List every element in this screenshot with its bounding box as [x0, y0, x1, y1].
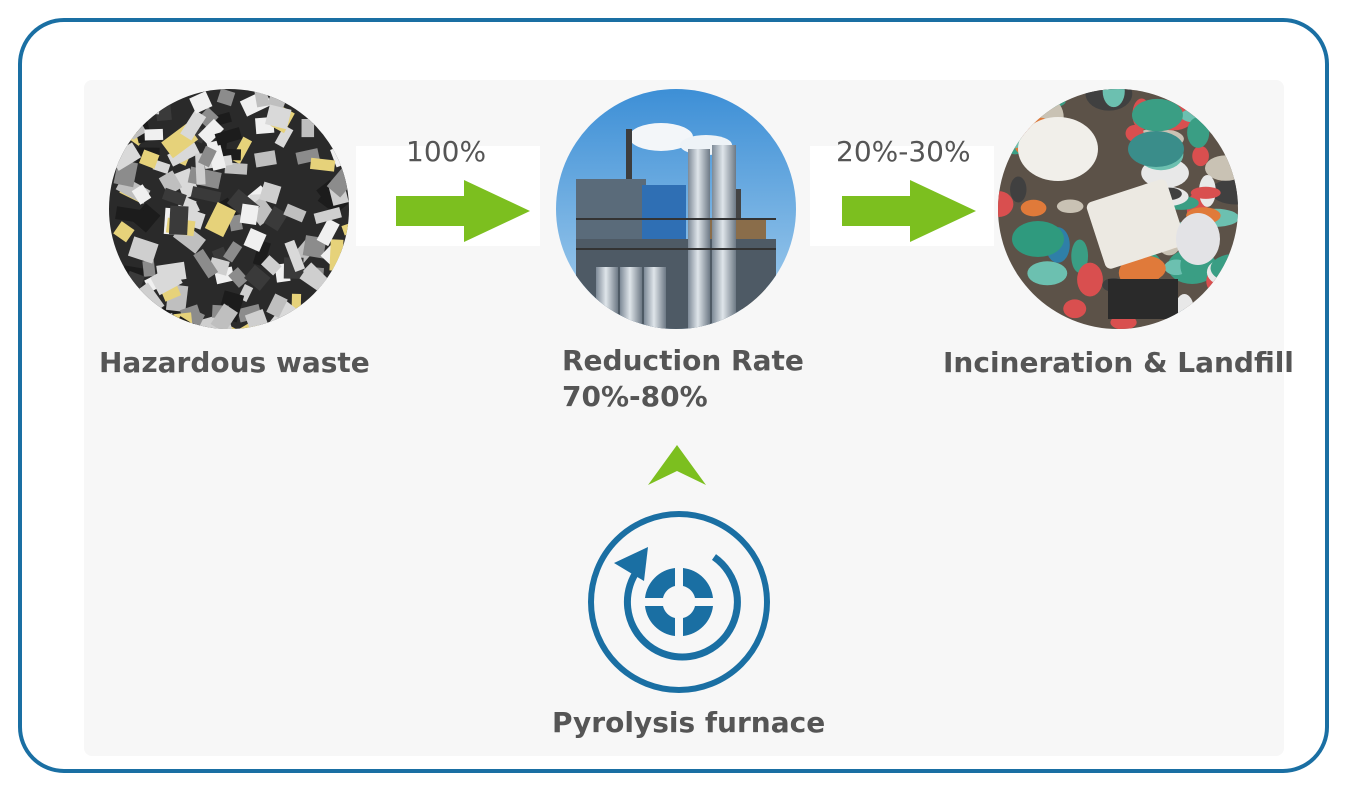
right-arrow-icon	[842, 180, 976, 242]
plastic-waste-image	[998, 89, 1238, 329]
refinery-image	[556, 89, 796, 329]
flow-value-first: 100%	[406, 135, 487, 168]
battery-waste-image	[109, 89, 349, 329]
reduction-rate-label: Reduction Rate	[562, 344, 804, 377]
incineration-landfill-label: Incineration & Landfill	[943, 346, 1294, 379]
flow-value-second: 20%-30%	[836, 135, 971, 168]
hazardous-waste-label: Hazardous waste	[99, 346, 370, 379]
pyrolysis-cycle-icon	[588, 511, 770, 693]
reduction-rate-value: 70%-80%	[562, 380, 708, 413]
pyrolysis-furnace-label: Pyrolysis furnace	[552, 706, 826, 739]
right-arrow-icon	[396, 180, 530, 242]
up-arrow-icon	[648, 445, 706, 485]
